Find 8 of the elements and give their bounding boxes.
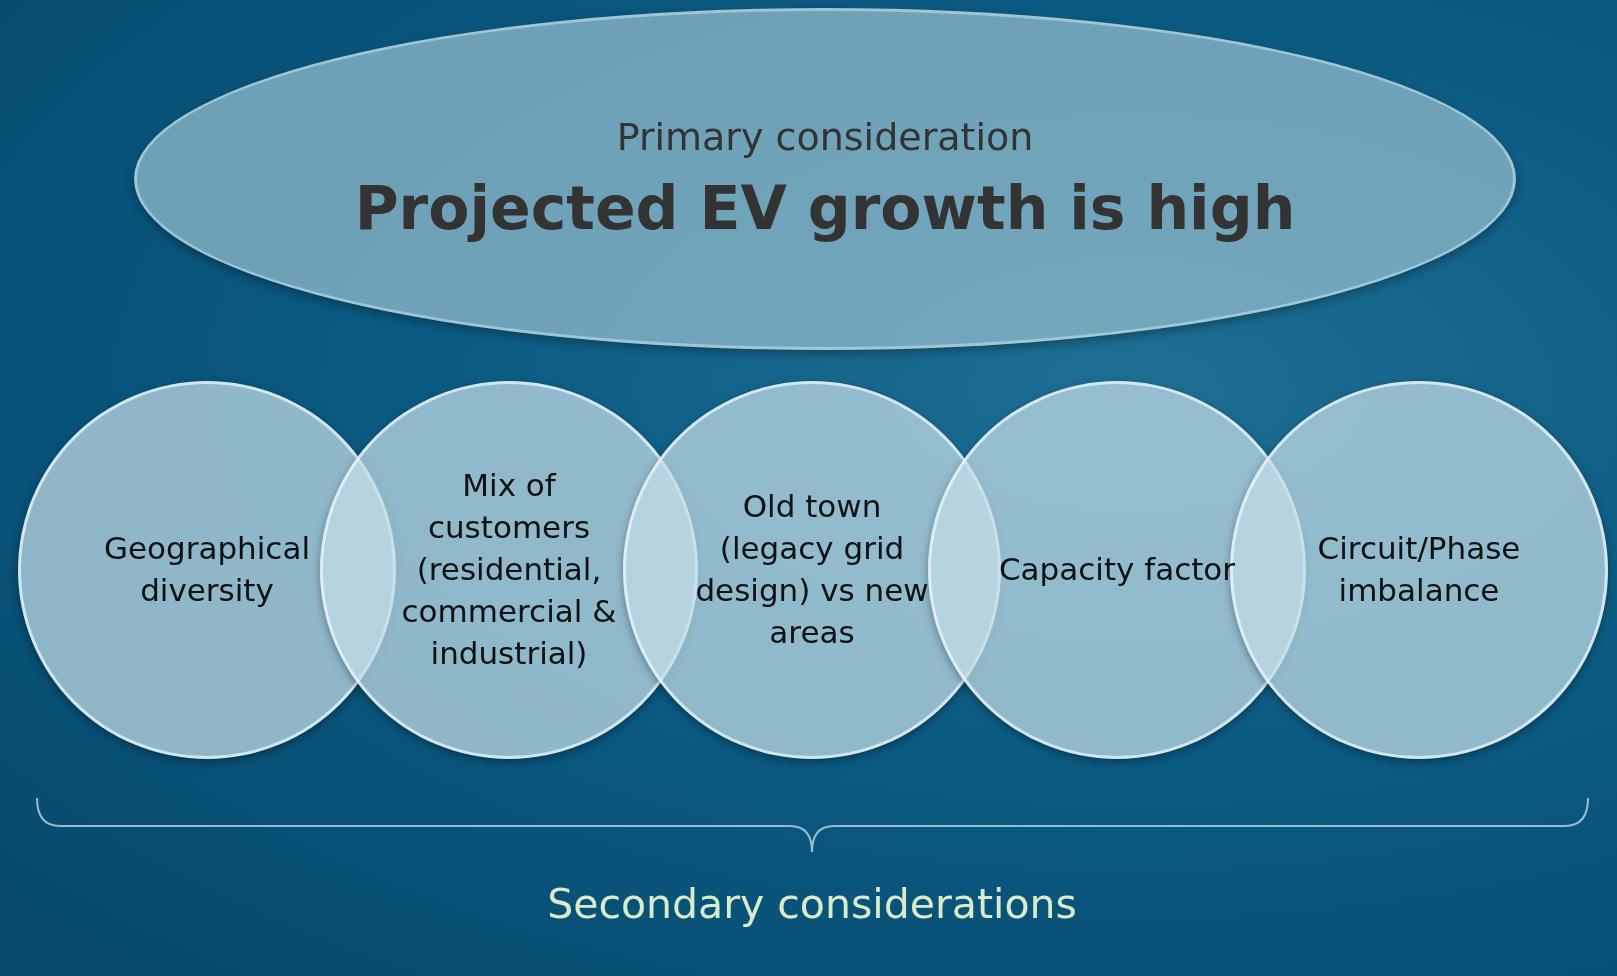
subtitle: Primary consideration (616, 115, 1034, 159)
heading: Projected EV growth is high (354, 173, 1296, 243)
group-label: Secondary considerations (546, 880, 1078, 930)
circle-label: Old town (legacy grid design) vs new areas (694, 487, 930, 652)
circle-label: Capacity factor (998, 550, 1236, 590)
circle-label: Geographical diversity (102, 529, 312, 610)
circle-label: Mix of customers (residential, commercial & industrial) (400, 466, 618, 673)
circle-label: Circuit/Phase imbalance (1316, 529, 1522, 610)
